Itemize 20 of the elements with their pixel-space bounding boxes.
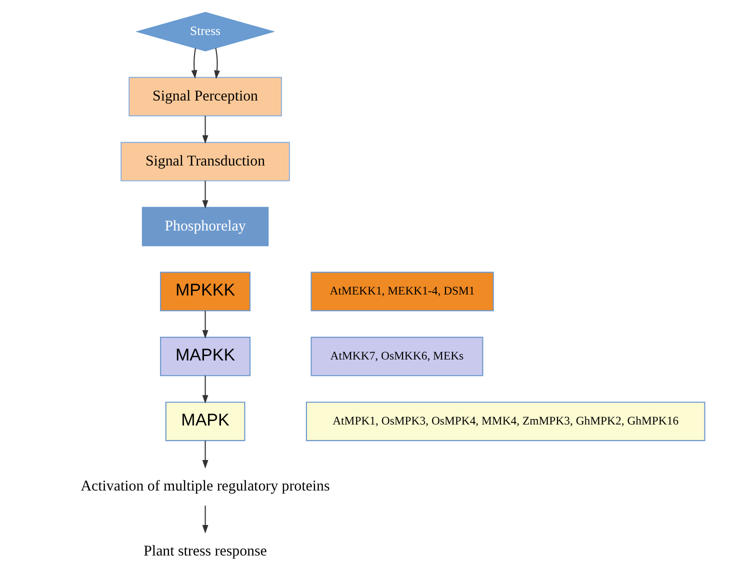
- node-text: Activation of multiple regulatory proteins: [80, 478, 330, 494]
- node-box: MPKKK: [160, 272, 250, 312]
- arrow: [202, 310, 208, 339]
- arrow: [202, 116, 208, 144]
- arrow: [190, 48, 197, 79]
- node-box: MAPK: [164, 402, 245, 442]
- arrow: [202, 180, 208, 209]
- arrow: [214, 48, 220, 79]
- node-box: AtMEKK1, MEKK1-4, DSM1: [310, 272, 494, 312]
- node-box: MAPKK: [160, 336, 250, 376]
- node-box: Phosphorelay: [141, 206, 268, 246]
- node-box: Signal Transduction: [120, 142, 290, 182]
- arrow: [202, 376, 208, 404]
- node-diamond: Stress: [134, 12, 275, 52]
- node-box: Signal Perception: [128, 76, 282, 116]
- node-box: AtMPK1, OsMPK3, OsMPK4, MMK4, ZmMPK3, GhMPK2, GhMPK16: [305, 402, 705, 442]
- arrow: [202, 440, 208, 469]
- node-text: Plant stress response: [143, 543, 266, 560]
- node-box: AtMKK7, OsMKK6, MEKs: [310, 336, 483, 376]
- arrow: [202, 506, 208, 534]
